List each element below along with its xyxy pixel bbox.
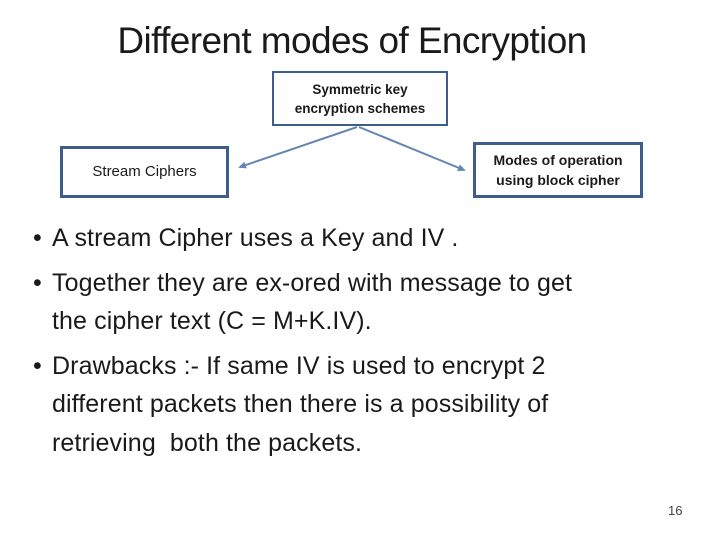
bullet-list: • A stream Cipher uses a Key and IV . • … <box>33 219 699 468</box>
symmetric-key-box: Symmetric key encryption schemes <box>272 71 448 126</box>
bullet-marker: • <box>33 351 42 380</box>
page-number: 16 <box>668 503 683 518</box>
symmetric-key-box-label-line1: Symmetric key <box>312 81 408 97</box>
bullet-marker: • <box>33 224 42 252</box>
connector-right-arrow <box>358 126 466 171</box>
slide-title: Different modes of Encryption <box>117 20 587 61</box>
bullet-item-1: • A stream Cipher uses a Key and IV . <box>33 219 699 258</box>
bullet-line: Drawbacks :- If same IV is used to encry… <box>52 351 546 380</box>
stream-ciphers-box-label: Stream Ciphers <box>92 163 197 180</box>
bullet-text-2: Together they are ex-ored with message t… <box>52 264 572 341</box>
bullet-line: the cipher text (C = M+K.IV). <box>52 307 372 335</box>
bullet-line: different packets then there is a possib… <box>52 390 549 418</box>
bullet-line: A stream Cipher uses a Key and IV . <box>52 224 459 252</box>
bullet-line: retrieving both the packets. <box>52 428 363 457</box>
connector-left-arrow <box>238 126 358 169</box>
bullet-item-3: • Drawbacks :- If same IV is used to enc… <box>33 347 699 463</box>
bullet-text-1: A stream Cipher uses a Key and IV . <box>52 219 458 258</box>
modes-of-operation-box-label-line1: Modes of operation <box>493 152 623 168</box>
bullet-marker: • <box>33 268 42 297</box>
symmetric-key-box-label-line2: encryption schemes <box>294 100 426 116</box>
modes-of-operation-box: Modes of operation using block cipher <box>473 142 643 198</box>
bullet-item-2: • Together they are ex-ored with message… <box>33 264 699 341</box>
bullet-line: Together they are ex-ored with message t… <box>52 268 573 297</box>
bullet-text-3: Drawbacks :- If same IV is used to encry… <box>52 347 548 463</box>
modes-of-operation-box-label-line2: using block cipher <box>496 172 620 188</box>
stream-ciphers-box: Stream Ciphers <box>60 146 229 198</box>
